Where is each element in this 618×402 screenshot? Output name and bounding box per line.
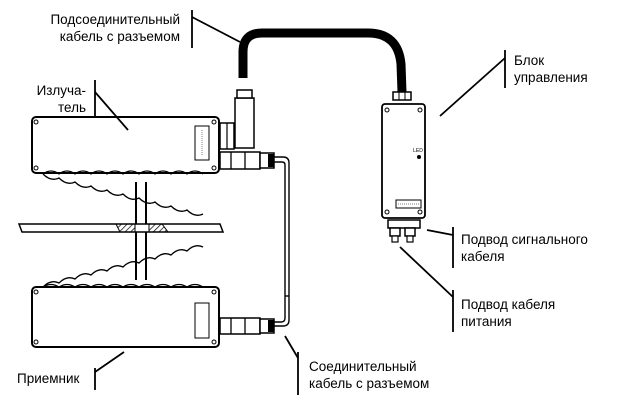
led-label: LED: [413, 148, 423, 154]
label-receiver: Приемник: [17, 370, 79, 387]
mounting-plate: [17, 182, 225, 280]
label-line: Соединительный: [309, 359, 417, 374]
label-line: Подвод сигнального: [461, 232, 588, 247]
thick-cable: [238, 28, 407, 93]
label-line: кабеля: [461, 249, 505, 264]
label-connecting-cable-bottom: Соединительный кабель с разъемом: [309, 358, 429, 392]
label-power-cable: Подвод кабеля питания: [461, 296, 555, 330]
label-emitter: Излуча- тель: [20, 82, 86, 116]
label-line: питания: [461, 314, 512, 329]
emitter-lenses: [42, 170, 204, 216]
label-line: тель: [57, 100, 86, 115]
label-line: Подвод кабеля: [461, 297, 556, 312]
label-line: Подсоединительный: [50, 12, 180, 27]
label-signal-cable: Подвод сигнального кабеля: [461, 231, 588, 265]
label-line: Излуча-: [36, 83, 86, 98]
label-line: кабель с разъемом: [59, 29, 180, 44]
label-line: Приемник: [17, 371, 80, 386]
receiver-unit: [31, 245, 275, 348]
emitter-unit: [31, 116, 220, 216]
receiver-lenses: [42, 245, 204, 288]
leader-lines: [94, 10, 506, 395]
led-indicator: [417, 155, 421, 159]
label-control-unit: Блок управления: [514, 52, 588, 86]
label-line: Блок: [514, 53, 545, 68]
control-unit: LED: [381, 91, 426, 243]
emitter-connectors: [219, 89, 290, 327]
label-connecting-cable-top: Подсоединительный кабель с разъемом: [30, 11, 180, 45]
label-line: кабель с разъемом: [309, 376, 430, 391]
label-line: управления: [514, 70, 588, 85]
